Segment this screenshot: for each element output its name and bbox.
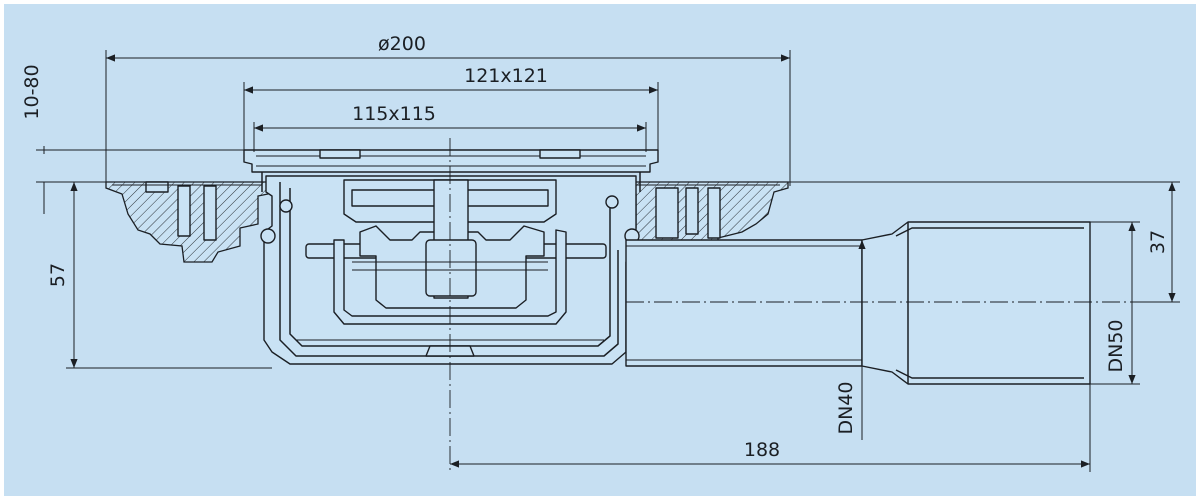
dim-lines-bottom [450, 384, 1091, 472]
height-adjust-label: 10-80 [21, 64, 43, 119]
bell-trap [260, 179, 640, 325]
dim-lines-top [105, 50, 791, 186]
body-depth-label: 57 [47, 263, 69, 287]
outlet-offset-label: 37 [1147, 230, 1169, 254]
grate-outer-label: 121x121 [464, 65, 548, 87]
top-grate [243, 149, 659, 192]
outer-diameter-label: ø200 [378, 33, 426, 55]
dim-lines-left [36, 146, 272, 369]
outlet-pipe [625, 221, 1091, 385]
pipe-large-label: DN50 [1105, 319, 1127, 372]
right-flange [627, 181, 789, 259]
pipe-small-label: DN40 [835, 381, 857, 434]
left-flange [105, 181, 269, 263]
grate-inner-label: 115x115 [352, 103, 436, 125]
outlet-length-label: 188 [744, 439, 780, 461]
dim-lines-right [788, 181, 1180, 440]
